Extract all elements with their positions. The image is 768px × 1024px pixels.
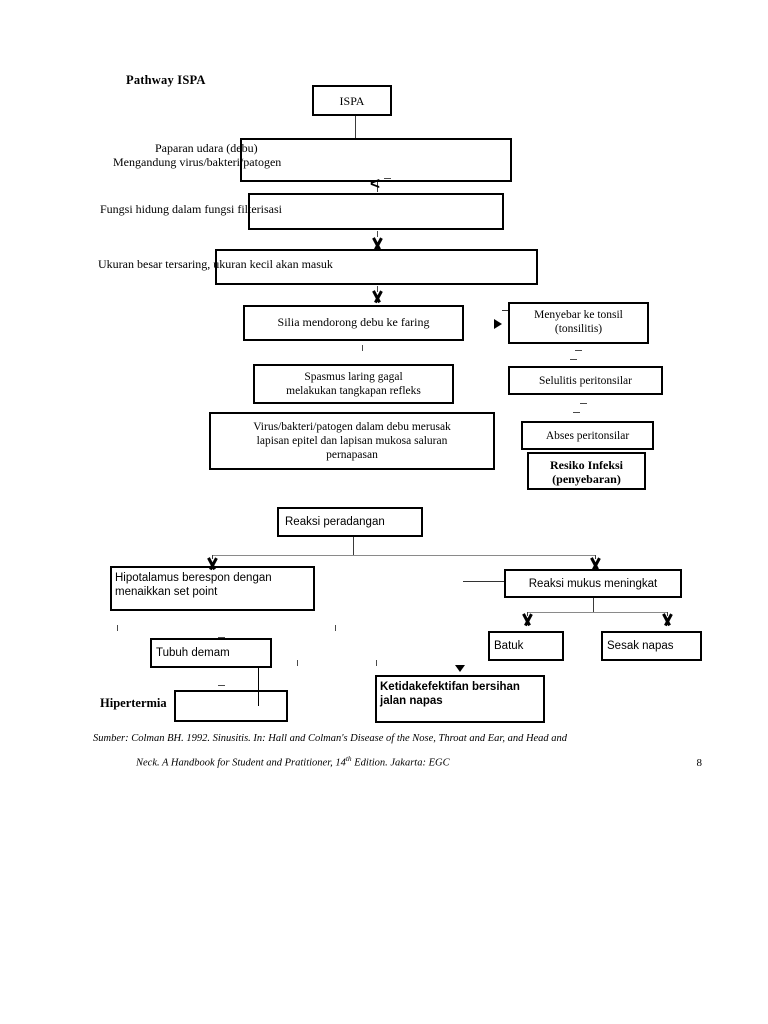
node-resiko-label-line1: Resiko Infeksi <box>549 458 623 472</box>
node-spasmus-laring[interactable]: Spasmus laring gagal melakukan tangkapan… <box>253 364 454 404</box>
chevron-down-icon-hipotalamus <box>205 558 219 570</box>
node-virus-label-line1: Virus/bakteri/patogen dalam debu merusak <box>253 421 451 433</box>
chevron-down-icon-sesak <box>660 614 674 626</box>
node-abses-label: Abses peritonsilar <box>545 430 630 442</box>
node-hipotalamus[interactable]: Hipotalamus berespon dengan menaikkan se… <box>110 566 315 611</box>
chevron-down-icon-fungsi <box>370 238 384 250</box>
connector-ispa-to-paparan <box>355 116 356 138</box>
connector-dash-hipertermia-top <box>218 685 225 686</box>
source-citation-ordinal: th <box>345 754 352 763</box>
node-paparan-label-line1: Paparan udara (debu) <box>155 141 258 155</box>
node-sesak-napas[interactable]: Sesak napas <box>601 631 702 661</box>
connector-peradangan-stem <box>353 537 354 555</box>
node-ketidakefektifan-label-line1: Ketidakefektifan bersihan <box>380 681 520 693</box>
page-number: 8 <box>696 757 703 769</box>
source-citation-line-1: Sumber: Colman BH. 1992. Sinusitis. In: … <box>93 733 568 744</box>
node-paparan-label-line2: Mengandung virus/bakteri/patogen <box>113 155 282 169</box>
node-reaksi-peradangan[interactable]: Reaksi peradangan <box>277 507 423 537</box>
node-silia-label: Silia mendorong debu ke faring <box>277 315 430 329</box>
node-selulitis[interactable]: Selulitis peritonsilar <box>508 366 663 395</box>
node-fungsi-hidung[interactable] <box>248 193 504 230</box>
node-resiko-infeksi[interactable]: Resiko Infeksi (penyebaran) <box>527 452 646 490</box>
connector-dash-silia-2 <box>362 345 363 351</box>
node-hipotalamus-label-line2: menaikkan set point <box>115 586 218 598</box>
node-menyebar-tonsil[interactable]: Menyebar ke tonsil (tonsilitis) <box>508 302 649 344</box>
node-reaksi-mukus-label: Reaksi mukus meningkat <box>528 578 658 590</box>
node-virus-label-line2: lapisan epitel dan lapisan mukosa salura… <box>256 435 448 447</box>
connector-peradangan-right-drop <box>595 555 596 559</box>
node-paparan-udara[interactable] <box>240 138 512 182</box>
connector-dash-hipotalamus-1 <box>117 625 118 631</box>
connector-dash-tonsil-1 <box>575 350 582 351</box>
connector-dash-fungsi <box>377 231 378 237</box>
node-ketidakefektifan-label-line2: jalan napas <box>380 695 443 707</box>
source-citation-line-2-text-b: Edition. Jakarta: EGC <box>351 757 450 769</box>
connector-peradangan-split-bar <box>212 555 596 556</box>
connector-paparan-to-fungsi <box>377 182 378 192</box>
node-reaksi-peradangan-label: Reaksi peradangan <box>285 516 385 528</box>
source-citation-line-2-text-a: Neck. A Handbook for Student and Pratiti… <box>136 757 346 769</box>
node-virus-patogen[interactable]: Virus/bakteri/patogen dalam debu merusak… <box>209 412 495 470</box>
less-than-arrow-icon: < <box>370 174 380 193</box>
connector-dash-paparan <box>384 178 391 179</box>
node-tubuh-demam-label: Tubuh demam <box>156 647 230 659</box>
node-ukuran-label: Ukuran besar tersaring, ukuran kecil aka… <box>98 257 333 271</box>
node-ukuran-besar[interactable] <box>215 249 538 285</box>
node-menyebar-tonsil-label-line1: Menyebar ke tonsil <box>534 309 623 321</box>
node-virus-label-line3: pernapasan <box>326 449 378 461</box>
chevron-down-icon-batuk <box>520 614 534 626</box>
node-batuk[interactable]: Batuk <box>488 631 564 661</box>
node-hipertermia-label: Hipertermia <box>100 696 167 710</box>
connector-dash-ukuran <box>377 286 378 292</box>
node-abses[interactable]: Abses peritonsilar <box>521 421 654 450</box>
node-sesak-napas-label: Sesak napas <box>607 640 674 652</box>
chevron-down-icon-mukus <box>588 558 602 570</box>
connector-into-mukus <box>463 581 508 582</box>
connector-dash-selulitis-1 <box>580 403 587 404</box>
node-hipotalamus-label-line1: Hipotalamus berespon dengan <box>115 572 272 584</box>
node-menyebar-tonsil-label-line2: (tonsilitis) <box>554 323 603 335</box>
node-reaksi-mukus[interactable]: Reaksi mukus meningkat <box>504 569 682 598</box>
connector-peradangan-left-drop <box>212 555 213 559</box>
node-spasmus-label-line1: Spasmus laring gagal <box>304 371 403 383</box>
node-spasmus-label-line2: melakukan tangkapan refleks <box>286 385 421 397</box>
node-ispa[interactable]: ISPA <box>312 85 392 116</box>
node-selulitis-label: Selulitis peritonsilar <box>539 375 632 387</box>
connector-dash-tonsil-2 <box>570 359 577 360</box>
node-silia[interactable]: Silia mendorong debu ke faring <box>243 305 464 341</box>
node-batuk-label: Batuk <box>494 640 524 652</box>
node-hipertermia-box[interactable] <box>174 690 288 722</box>
connector-mukus-stem <box>593 598 594 612</box>
connector-dash-hipotalamus-2 <box>335 625 336 631</box>
node-ispa-label: ISPA <box>339 94 365 108</box>
connector-mukus-split-bar <box>527 612 667 613</box>
connector-dash-lower-2 <box>376 660 377 666</box>
triangle-down-icon-ketidakefektifan <box>455 665 465 672</box>
source-citation-line-2: Neck. A Handbook for Student and Pratiti… <box>136 749 450 774</box>
connector-dash-lower-1 <box>297 660 298 666</box>
connector-dash-selulitis-2 <box>573 412 580 413</box>
connector-tubuh-demam-to-hipertermia <box>258 640 259 706</box>
triangle-right-icon-tonsil <box>494 319 502 329</box>
connector-dash-tubuh-demam-top <box>218 637 225 638</box>
chevron-down-icon-ukuran <box>370 291 384 303</box>
node-ketidakefektifan[interactable]: Ketidakefektifan bersihan jalan napas <box>375 675 545 723</box>
node-resiko-label-line2: (penyebaran) <box>552 472 621 486</box>
node-tubuh-demam[interactable]: Tubuh demam <box>150 638 272 668</box>
page-title: Pathway ISPA <box>126 73 206 87</box>
